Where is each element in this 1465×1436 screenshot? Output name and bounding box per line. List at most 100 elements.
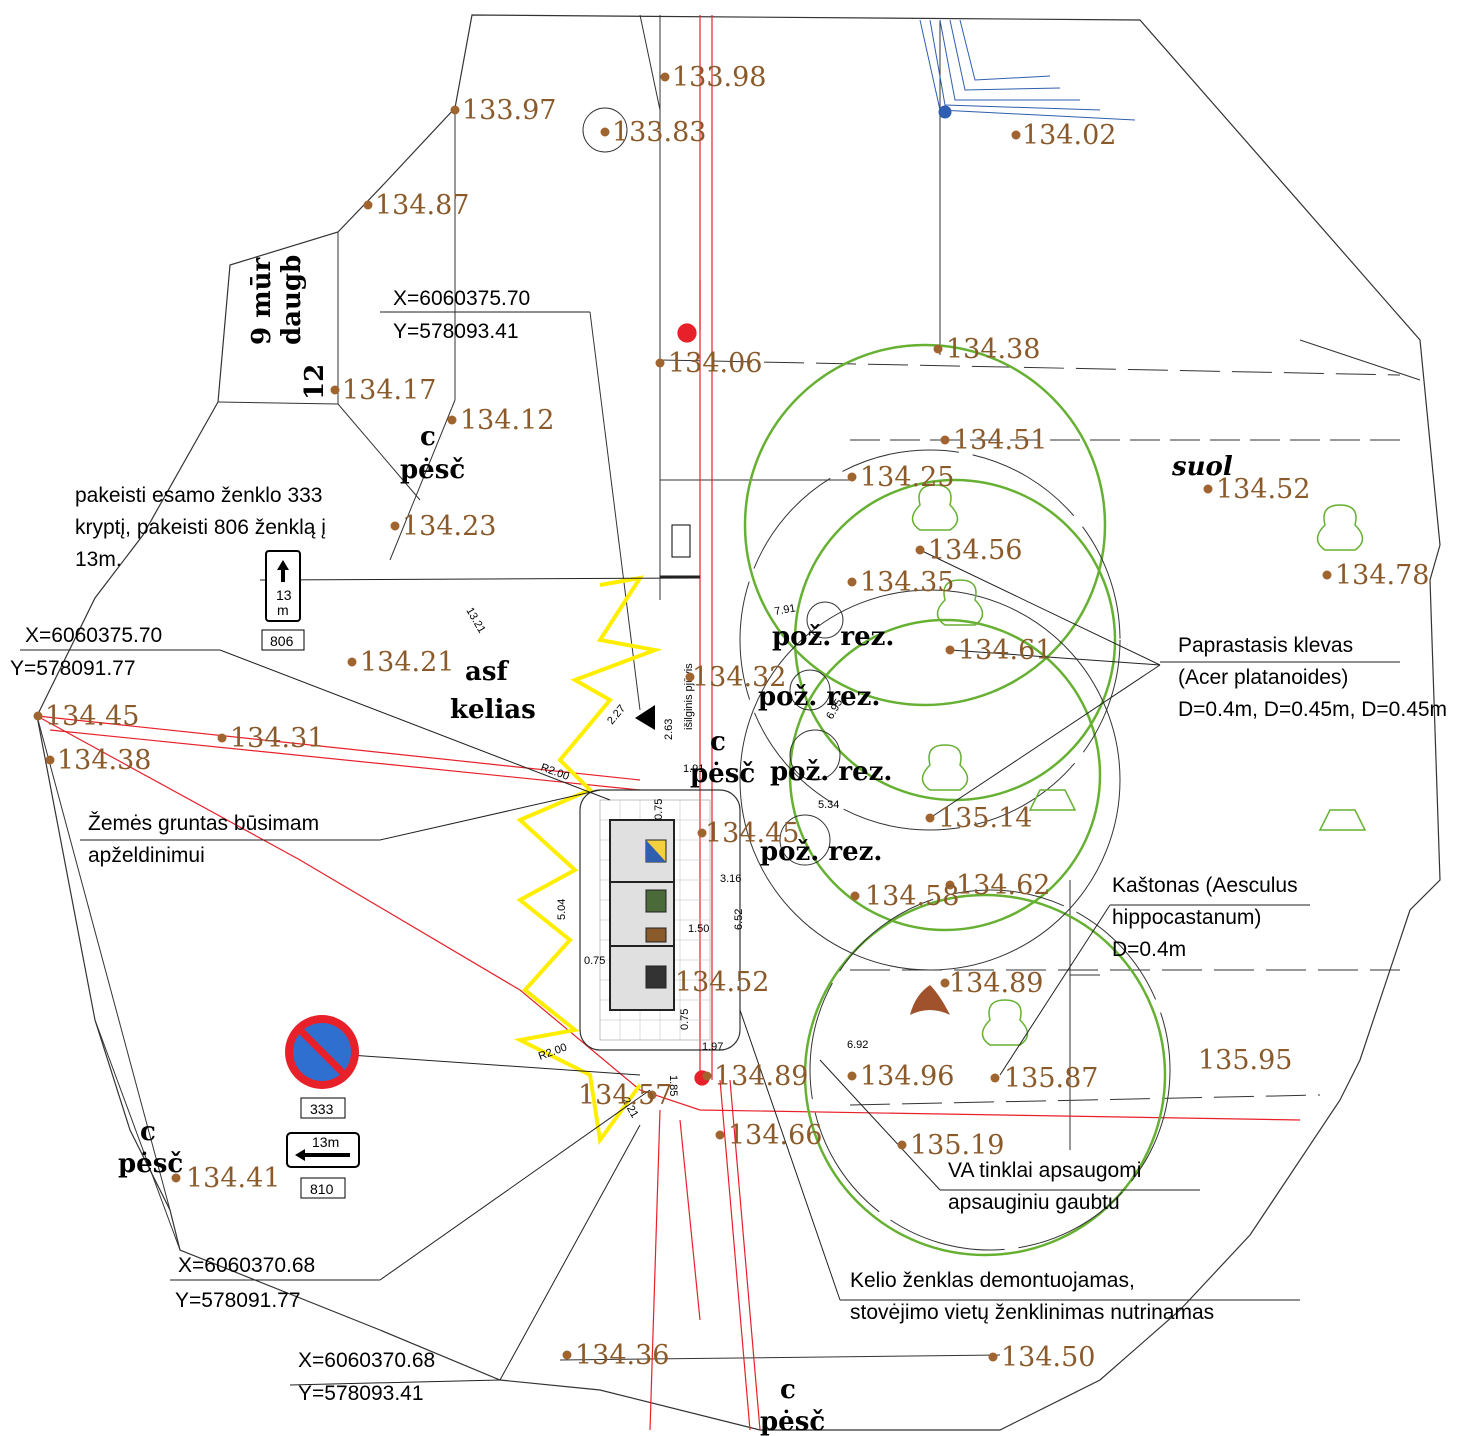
elevation-point — [217, 733, 227, 743]
elevation-label: 134.38 — [57, 745, 151, 776]
elevation-label: 134.87 — [375, 190, 469, 221]
dim-1-97: 1.97 — [702, 1041, 723, 1053]
elevation-point — [647, 1090, 657, 1100]
tree-reference-circles — [739, 449, 1171, 1251]
chestnut-icon — [910, 985, 950, 1015]
note-maple-3: D=0.4m, D=0.45m, D=0.45m — [1178, 698, 1447, 721]
coord-4-y: Y=578093.41 — [298, 1382, 424, 1405]
elevation-point — [945, 645, 955, 655]
dim-1-85: 1.85 — [667, 1075, 679, 1096]
dim-0-75-bottom: 0.75 — [679, 1009, 691, 1030]
note-sign-change-3: 13m. — [75, 548, 122, 571]
elevation-point — [330, 385, 340, 395]
elevation-point — [1322, 570, 1332, 580]
red-network — [36, 15, 1301, 1431]
label-poz-rez-2: pož. rez. — [758, 682, 880, 712]
coord-2-y: Y=578091.77 — [10, 657, 136, 680]
elevation-point — [850, 891, 860, 901]
label-poz-rez-3: pož. rez. — [770, 757, 892, 787]
sign-810-code: 810 — [310, 1181, 334, 1197]
label-poz-rez-4: pož. rez. — [760, 837, 882, 867]
elevation-point — [847, 1071, 857, 1081]
elevation-label: 134.25 — [860, 462, 954, 493]
label-pesc-1: pėsč — [400, 455, 465, 485]
elevation-label: 133.97 — [462, 95, 556, 126]
dim-1-91: 1.91 — [683, 763, 704, 775]
elevation-label: 134.89 — [949, 968, 1043, 999]
note-chestnut-1: Kaštonas (Aesculus — [1112, 874, 1298, 897]
elevation-points — [33, 72, 1332, 1362]
elevation-point — [702, 1071, 712, 1081]
sign-806-unit: m — [277, 602, 289, 618]
elevation-label: 134.50 — [1001, 1342, 1095, 1373]
elevation-point — [915, 545, 925, 555]
coord-4-x: X=6060370.68 — [298, 1349, 435, 1372]
note-sign-change-1: pakeisti esamo ženklo 333 — [75, 484, 322, 507]
elevation-point — [600, 127, 610, 137]
elevation-label: 134.21 — [360, 647, 454, 678]
elevation-label: 134.17 — [342, 375, 436, 406]
elevation-label: 134.38 — [946, 334, 1040, 365]
coord-2-x: X=6060375.70 — [25, 624, 162, 647]
label-pesc-2: pėsč — [690, 759, 755, 789]
note-sign-remove-2: stovėjimo vietų ženklinimas nutrinamas — [850, 1301, 1214, 1324]
note-va-1: VA tinklai apsaugomi — [948, 1159, 1141, 1182]
building-number: 12 — [300, 364, 330, 400]
dim-2-27: 2.27 — [605, 703, 628, 727]
coord-3-x: X=6060370.68 — [178, 1254, 315, 1277]
elevation-point — [897, 1140, 907, 1150]
elevation-label: 133.98 — [672, 62, 766, 93]
note-maple-1: Paprastasis klevas — [1178, 634, 1353, 657]
elevation-label: 134.41 — [186, 1163, 280, 1194]
elevation-point — [390, 521, 400, 531]
elevation-label: 134.52 — [1216, 474, 1310, 505]
elevation-point — [347, 657, 357, 667]
dim-3-16: 3.16 — [720, 873, 741, 885]
dim-2-63: 2.63 — [663, 719, 675, 740]
dim-r2-bottom: R2.00 — [537, 1042, 569, 1063]
elevation-point — [940, 435, 950, 445]
elevation-label: 134.61 — [958, 635, 1052, 666]
elevation-label: 134.96 — [860, 1061, 954, 1092]
elevation-point — [945, 880, 955, 890]
elevation-point — [697, 828, 707, 838]
note-maple-2: (Acer platanoides) — [1178, 666, 1348, 689]
elevation-point — [1203, 484, 1213, 494]
sign-810: 13m 810 — [286, 1132, 360, 1199]
dim-6-92: 6.92 — [847, 1039, 868, 1051]
elevation-point — [933, 344, 943, 354]
elevation-label: 134.58 — [865, 881, 959, 912]
elevation-label: 134.78 — [1335, 560, 1429, 591]
label-pesc-3: pėsč — [118, 1149, 183, 1179]
sign-806-code: 806 — [270, 633, 294, 649]
tree-symbols — [911, 484, 1367, 1046]
label-pesc-4: pėsč — [760, 1407, 825, 1436]
elevation-label: 134.35 — [860, 567, 954, 598]
elevation-point — [847, 577, 857, 587]
label-kelias: kelias — [450, 695, 536, 725]
sign-333: 333 — [285, 1015, 359, 1119]
dim-5-34: 5.34 — [818, 799, 839, 811]
pole-marker — [671, 524, 691, 558]
elevation-label: 135.95 — [1198, 1045, 1292, 1076]
elevation-label: 135.19 — [910, 1130, 1004, 1161]
note-sign-remove-1: Kelio ženklas demontuojamas, — [850, 1269, 1135, 1292]
elevation-point — [171, 1173, 181, 1183]
elevation-label: 135.87 — [1004, 1063, 1098, 1094]
water-network — [919, 19, 1136, 121]
label-c-2: c — [710, 727, 726, 757]
elevation-label: 134.51 — [953, 425, 1047, 456]
tree-crowns — [743, 343, 1167, 1257]
note-chestnut-3: D=0.4m — [1112, 938, 1186, 961]
elevation-label: 134.66 — [728, 1120, 822, 1151]
note-soil-2: apželdinimui — [88, 844, 205, 867]
dim-1-50: 1.50 — [688, 923, 709, 935]
elevation-point — [990, 1073, 1000, 1083]
sign-806: 13 m 806 — [261, 550, 305, 651]
dim-6-52: 6.52 — [733, 909, 745, 930]
elevation-label: 134.12 — [460, 405, 554, 436]
label-bench: suol — [1171, 452, 1233, 482]
